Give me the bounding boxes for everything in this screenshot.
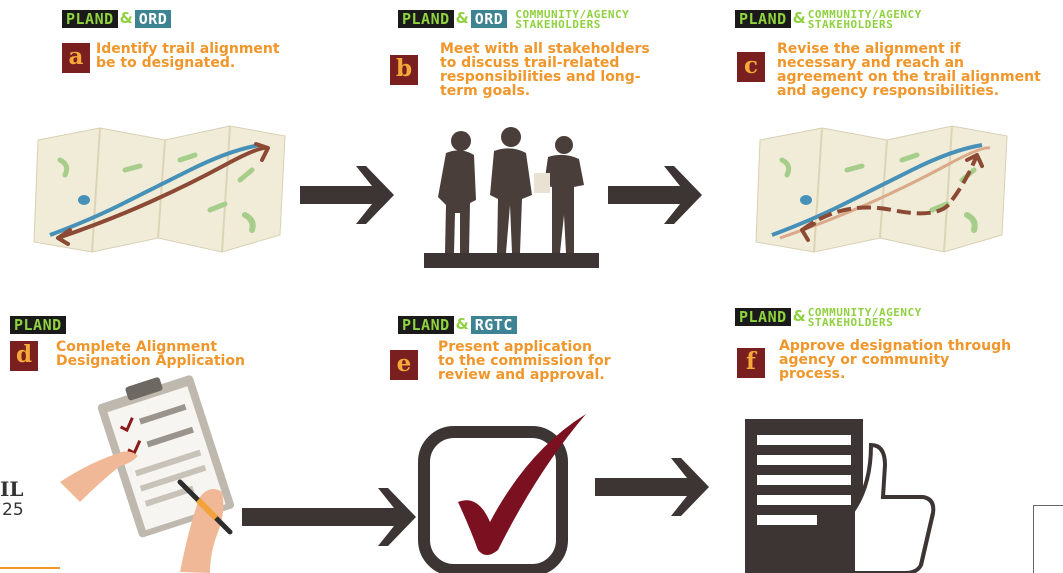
clipboard-icon — [60, 372, 240, 573]
tag-pland: PLAND — [735, 308, 791, 326]
side-label-line1: IL — [0, 477, 24, 501]
side-label-page-number: 25 — [2, 500, 24, 520]
step-d-description: Complete Alignment Designation Applicati… — [56, 339, 245, 369]
corner-frame — [1033, 505, 1063, 573]
step-d-tags: PLAND — [10, 316, 66, 334]
tag-pland: PLAND — [62, 10, 118, 28]
step-f: PLAND & COMMUNITY/AGENCY STAKEHOLDERS f … — [735, 306, 1063, 403]
step-letter-b: b — [390, 55, 418, 85]
stakeholders-icon — [424, 125, 599, 270]
step-d: PLAND d Complete Alignment Designation A… — [10, 316, 310, 386]
ampersand: & — [455, 315, 469, 333]
step-e-description: Present application to the commission fo… — [438, 339, 611, 383]
arrow-right-icon — [608, 166, 702, 224]
ampersand: & — [119, 9, 133, 27]
step-letter-c: c — [737, 52, 765, 82]
tag-community-stakeholders: COMMUNITY/AGENCY STAKEHOLDERS — [515, 8, 630, 31]
step-e-tags: PLAND & RGTC — [398, 316, 517, 334]
step-letter-e: e — [390, 350, 418, 380]
step-c: PLAND & COMMUNITY/AGENCY STAKEHOLDERS c … — [735, 8, 1063, 130]
step-b-tags: PLAND & ORD COMMUNITY/AGENCY STAKEHOLDER… — [398, 8, 630, 31]
step-b-description: Meet with all stakeholders to discuss tr… — [440, 41, 650, 99]
tag-pland: PLAND — [398, 10, 454, 28]
step-c-description: Revise the alignment if necessary and re… — [777, 41, 1041, 99]
tag-pland: PLAND — [398, 316, 454, 334]
step-f-description: Approve designation through agency or co… — [779, 338, 1012, 382]
ampersand: & — [792, 9, 806, 27]
step-letter-d: d — [10, 341, 38, 371]
step-letter-f: f — [737, 348, 765, 378]
thumbs-up-document-icon — [745, 415, 945, 573]
tag-community-stakeholders: COMMUNITY/AGENCY STAKEHOLDERS — [807, 8, 922, 31]
step-a-description: Identify trail alignment be to designate… — [96, 41, 280, 71]
arrow-right-icon — [300, 166, 394, 224]
checkmark-icon — [418, 410, 593, 573]
tag-rgtc: RGTC — [470, 316, 517, 334]
ampersand: & — [792, 307, 806, 325]
tag-pland: PLAND — [10, 316, 66, 334]
divider — [0, 567, 60, 569]
step-c-tags: PLAND & COMMUNITY/AGENCY STAKEHOLDERS — [735, 8, 922, 31]
arrow-right-icon — [242, 488, 416, 546]
step-e: PLAND & RGTC e Present application to th… — [390, 316, 658, 406]
tag-community-stakeholders: COMMUNITY/AGENCY STAKEHOLDERS — [807, 306, 922, 329]
step-f-tags: PLAND & COMMUNITY/AGENCY STAKEHOLDERS — [735, 306, 922, 329]
step-a: PLAND & ORD a Identify trail alignment b… — [62, 10, 362, 250]
step-a-tags: PLAND & ORD — [62, 9, 172, 28]
ampersand: & — [455, 9, 469, 27]
revised-map-icon — [752, 120, 1010, 255]
arrow-right-icon — [595, 458, 709, 516]
tag-ord: ORD — [134, 10, 172, 28]
step-letter-a: a — [62, 43, 90, 73]
step-b: PLAND & ORD COMMUNITY/AGENCY STAKEHOLDER… — [390, 8, 718, 130]
tag-pland: PLAND — [735, 10, 791, 28]
tag-ord: ORD — [470, 10, 508, 28]
map-icon — [30, 120, 288, 255]
side-page-label: IL 25 — [0, 478, 24, 520]
